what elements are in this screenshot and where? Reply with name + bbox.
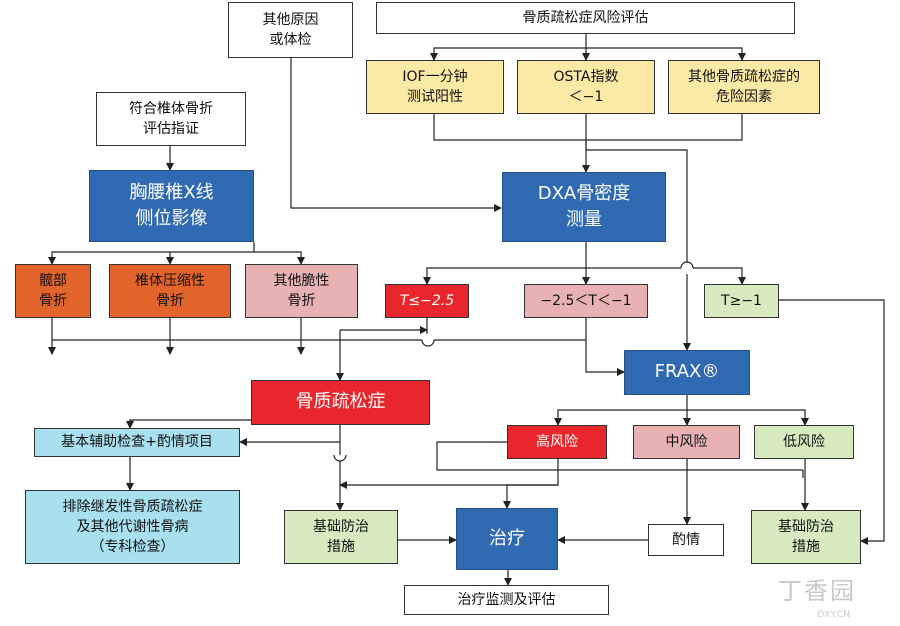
high-risk-box: 高风险 [507, 425, 607, 459]
basic-prevention-right-box: 基础防治 措施 [751, 510, 861, 564]
t-score-low-box: T≤−2.5 [385, 284, 469, 318]
treatment-monitoring-box: 治疗监测及评估 [404, 585, 609, 615]
vertebral-indication-box: 符合椎体骨折 评估指证 [96, 92, 246, 146]
low-risk-box: 低风险 [754, 425, 854, 459]
hip-fracture-box: 髋部 骨折 [15, 264, 91, 318]
exclude-secondary-osteoporosis-box: 排除继发性骨质疏松症 及其他代谢性骨病 （专科检查） [25, 490, 240, 564]
dxa-measurement-box: DXA骨密度 测量 [502, 172, 666, 242]
other-risk-factors-box: 其他骨质疏松症的 危险因素 [668, 60, 820, 114]
t-score-mid-box: −2.5＜T＜−1 [524, 284, 648, 318]
mid-risk-box: 中风险 [633, 425, 740, 459]
other-fragility-fracture-box: 其他脆性 骨折 [245, 264, 358, 318]
other-reasons-box: 其他原因 或体检 [228, 2, 353, 58]
treatment-box: 治疗 [456, 508, 558, 570]
basic-prevention-left-box: 基础防治 措施 [284, 510, 398, 564]
frax-box: FRAX® [624, 350, 750, 395]
iof-test-box: IOF一分钟 测试阳性 [366, 60, 504, 114]
vertebral-compression-fracture-box: 椎体压缩性 骨折 [109, 264, 231, 318]
osteoporosis-box: 骨质疏松症 [251, 380, 430, 425]
osta-index-box: OSTA指数 ＜−1 [517, 60, 655, 114]
t-score-high-box: T≥−1 [704, 284, 779, 318]
watermark-logo: 丁香园 [778, 577, 856, 605]
watermark-url: DXY.CN [817, 610, 850, 620]
spine-xray-box: 胸腰椎X线 侧位影像 [89, 170, 254, 242]
discretion-box: 酌情 [648, 524, 724, 556]
risk-assessment-box: 骨质疏松症风险评估 [376, 2, 795, 34]
basic-exam-box: 基本辅助检查+酌情项目 [34, 428, 240, 457]
